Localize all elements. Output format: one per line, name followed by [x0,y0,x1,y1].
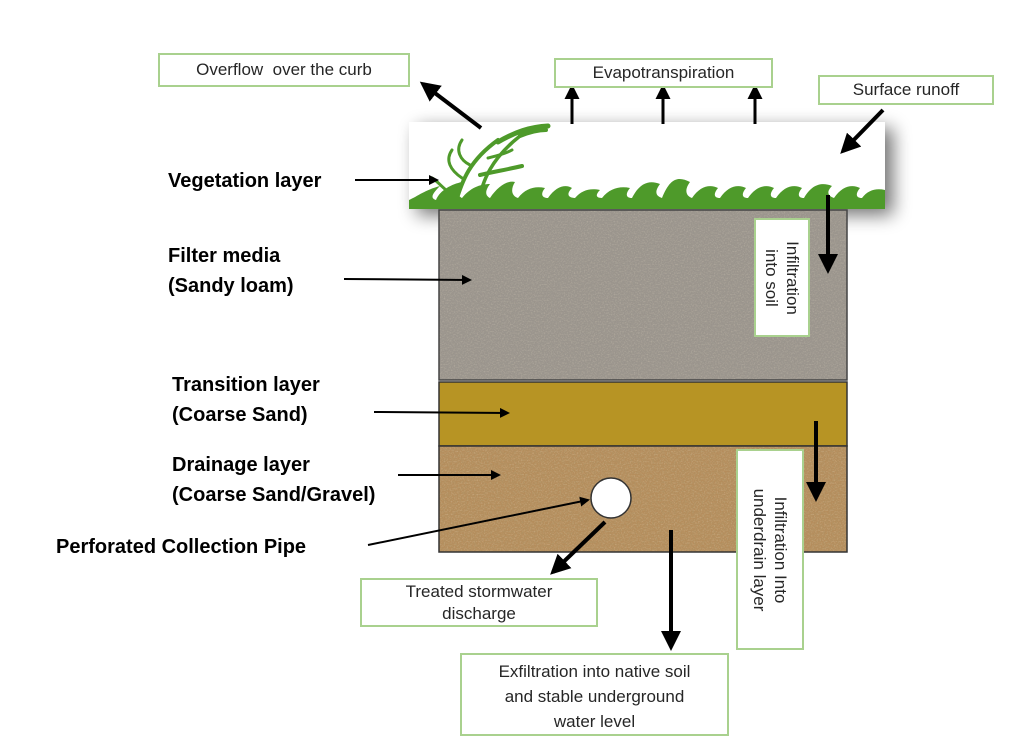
pipe-label: Perforated Collection Pipe [56,536,307,558]
transition-label-2: (Coarse Sand) [172,404,308,426]
vegetation-label: Vegetation layer [168,170,322,192]
surface-runoff-arrow [840,108,885,154]
exfiltration-text-3: water level [553,712,636,731]
transition-label: Transition layer (Coarse Sand) [172,370,320,430]
vegetation-layer [409,122,885,209]
drainage-label: Drainage layer (Coarse Sand/Gravel) [172,450,375,510]
infiltration-underdrain-callout: Infiltration Into underdrain layer [736,449,804,650]
surface-runoff-callout: Surface runoff [818,75,994,105]
infiltration-underdrain-text-1: Infiltration Into [771,496,790,603]
infiltration-underdrain-text-2: underdrain layer [750,488,769,611]
evapotranspiration-text: Evapotranspiration [592,63,735,82]
pipe-pointer [367,496,590,546]
transition-pointer [373,407,510,418]
filter-pointer [343,274,472,285]
overflow-arrow [419,81,483,130]
filter-media-label-2: (Sandy loam) [168,275,294,297]
overflow-text: Overflow over the curb [196,60,372,79]
exfiltration-callout: Exfiltration into native soil and stable… [460,653,729,736]
overflow-callout: Overflow over the curb [158,53,410,87]
filter-media-label-1: Filter media [168,245,281,267]
transition-layer [438,381,848,447]
grass-strip [409,179,885,209]
treated-discharge-callout: Treated stormwater discharge [360,578,598,627]
infiltration-soil-callout: Infiltration into soil [754,218,810,337]
drainage-label-1: Drainage layer [172,454,310,476]
filter-media-label: Filter media (Sandy loam) [168,241,294,301]
infiltration-soil-text-1: Infiltration [783,240,802,315]
transition-label-1: Transition layer [172,374,320,396]
drainage-label-2: (Coarse Sand/Gravel) [172,484,376,506]
exfiltration-text-2: and stable underground [504,687,685,706]
treated-discharge-arrow [550,520,607,575]
treated-text-2: discharge [442,604,516,623]
exfiltration-text-1: Exfiltration into native soil [498,662,691,681]
evapotranspiration-callout: Evapotranspiration [554,58,773,88]
treated-text-1: Treated stormwater [405,582,553,601]
arrows [343,81,885,651]
surface-runoff-text: Surface runoff [852,80,960,99]
infiltration-soil-text-2: into soil [762,248,781,307]
perforated-pipe-icon [590,477,632,519]
